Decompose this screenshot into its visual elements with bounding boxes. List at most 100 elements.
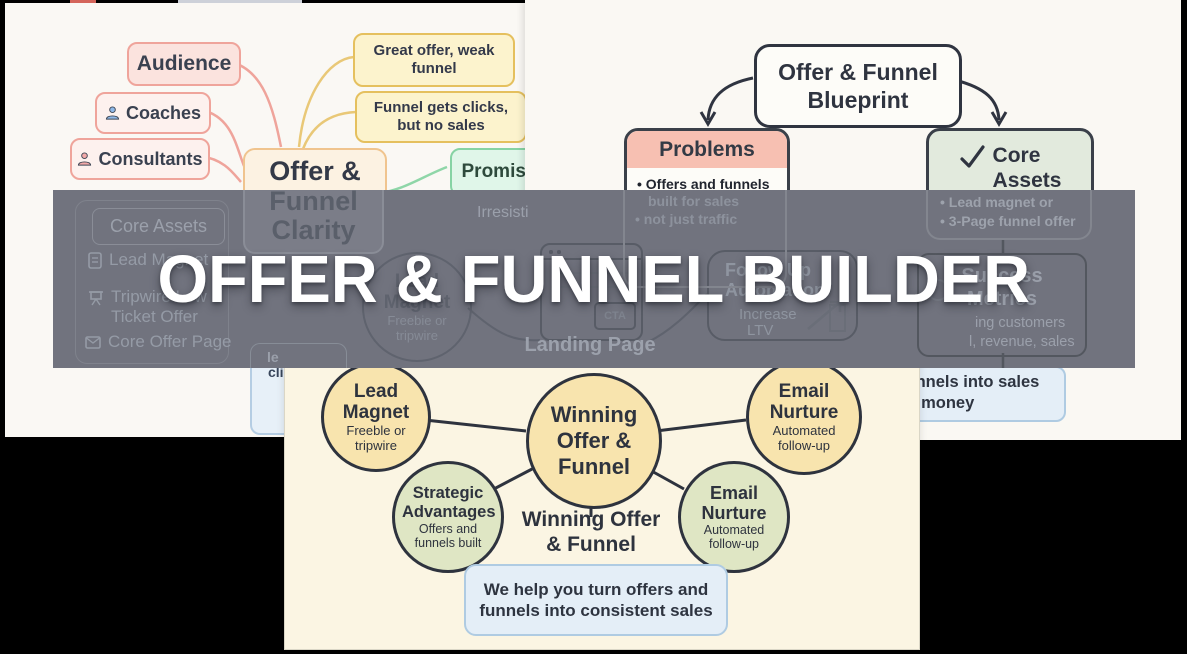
note-fragment-line2: cli	[268, 364, 284, 380]
winning-offer-caption-line2: & Funnel	[546, 533, 636, 556]
ghost-follow-up-sub1: Increase	[739, 306, 797, 323]
ghost-browser-window: CTA	[540, 243, 643, 341]
ghost-success-bullet1: ing customers	[975, 315, 1066, 331]
ghost-clarity-node: Funnel Clarity	[243, 190, 384, 254]
lead-magnet-subtitle: Freeble or tripwire	[346, 423, 406, 453]
ghost-follow-up-line2: Automation	[725, 280, 825, 300]
ghost-core-assets-bullet1: Lead magnet or	[940, 194, 1053, 210]
strategic-advantages-title: Strategic Advantages	[402, 484, 496, 521]
ghost-follow-up-sub2: LTV	[747, 322, 774, 339]
ghost-clarity-line2: Funnel	[269, 190, 358, 216]
ghost-note-line1: le	[267, 349, 279, 365]
email-nurture-top-circle: Email Nurture Automated follow-up	[746, 365, 862, 475]
pain-point-node-1: Great offer, weak funnel	[353, 33, 515, 87]
browser-dot-icon	[557, 250, 561, 254]
consultants-node: Consultants	[70, 138, 210, 180]
winning-offer-caption: Winning Offer & Funnel	[486, 507, 696, 557]
value-note-text: We help you turn offers and funnels into…	[479, 580, 713, 620]
ghost-note-fragment: le	[250, 343, 347, 368]
check-icon	[959, 143, 985, 193]
sales-note-line1: funnels into sales	[900, 373, 1040, 391]
title-banner: Funnel Clarity Core Assets Lead Magnet T…	[53, 190, 1135, 368]
pain-point-node-2: Funnel gets clicks, but no sales	[355, 91, 525, 143]
email-nurture-bottom-circle: Email Nurture Automated follow-up	[678, 461, 790, 573]
blueprint-title-line1: Offer & Funnel	[778, 59, 938, 85]
ghost-lead-magnet-subtitle: Freebie or tripwire	[387, 313, 447, 343]
ghost-lead-magnet-title: Lead Magnet	[383, 271, 451, 313]
core-assets-title-line2: Assets	[992, 169, 1062, 192]
ghost-follow-up-line1: Follow Up	[725, 260, 811, 280]
ghost-asset-item-lead-magnet: Lead Magnet	[88, 250, 208, 270]
banner-headline: OFFER & FUNNEL BUILDER	[53, 190, 1135, 368]
ghost-success-bullet2: l, revenue, sales	[969, 334, 1075, 350]
blueprint-title-line2: Blueprint	[807, 87, 909, 113]
pain-point-1-label: Great offer, weak funnel	[373, 42, 495, 77]
ghost-asset-item-core-offer: Core Offer Page	[85, 332, 231, 352]
ghost-core-assets-bullet2: 3-Page funnel offer	[940, 213, 1076, 229]
ghost-asset-item-1-label: Lead Magnet	[109, 250, 209, 269]
email-nurture-bottom-subtitle: Automated follow-up	[703, 523, 765, 551]
promise-node: Promise	[450, 148, 525, 196]
envelope-icon	[85, 335, 101, 349]
sales-note-line2: or money	[900, 394, 975, 412]
browser-titlebar	[542, 245, 641, 260]
ghost-clarity-line3: Clarity	[271, 215, 356, 245]
coaches-node: Coaches	[95, 92, 211, 134]
blueprint-arrows	[699, 76, 1008, 127]
lead-magnet-circle: Lead Magnet Freeble or tripwire	[321, 365, 431, 472]
ghost-cta-label: CTA	[604, 310, 626, 322]
winning-offer-caption-line1: Winning Offer	[521, 508, 661, 531]
value-note-box: We help you turn offers and funnels into…	[464, 564, 728, 636]
strategic-advantages-subtitle: Offers and funnels built	[414, 522, 482, 550]
document-icon	[88, 251, 102, 269]
winning-offer-circle-label: Winning Offer & Funnel	[550, 402, 638, 479]
pain-point-2-label: Funnel gets clicks, but no sales	[373, 99, 509, 134]
strategic-advantages-circle: Strategic Advantages Offers and funnels …	[392, 461, 504, 573]
browser-dot-icon	[549, 250, 553, 254]
email-nurture-bottom-title: Email Nurture	[701, 483, 767, 523]
problems-title: Problems	[659, 137, 755, 161]
ghost-lead-magnet-circle: Lead Magnet Freebie or tripwire	[362, 252, 472, 362]
ghost-problems-bullet2: not just traffic	[635, 211, 737, 227]
ghost-irresistible-text: Irresisti	[477, 204, 529, 221]
ghost-follow-up-box: Follow Up Automation Increase LTV	[707, 250, 858, 341]
email-nurture-top-subtitle: Automated follow-up	[772, 423, 836, 453]
person-icon	[105, 105, 120, 121]
banner-title-text: OFFER & FUNNEL BUILDER	[157, 241, 1031, 317]
problems-bullet-1: Offers and funnels	[637, 176, 779, 192]
ghost-asset-item-3-label: Core Offer Page	[108, 332, 232, 351]
winning-offer-circle: Winning Offer & Funnel	[526, 373, 662, 509]
lead-magnet-title: Lead Magnet	[342, 381, 410, 423]
audience-node: Audience	[127, 42, 241, 86]
promise-label: Promise	[461, 161, 526, 182]
ghost-assets-panel	[75, 200, 229, 364]
presentation-icon	[88, 287, 104, 306]
ghost-success-metrics-box: Success Metrics ing customers l, revenue…	[917, 253, 1087, 357]
funnel-map-card: Lead Magnet Freeble or tripwire Winning …	[284, 364, 920, 650]
landing-page-label: Landing Page	[524, 334, 656, 356]
ghost-assets-header-label: Core Assets	[109, 216, 208, 236]
ghost-problems-continuation: built for sales not just traffic	[623, 190, 787, 288]
ghost-core-assets-continuation: Lead magnet or 3-Page funnel offer	[926, 190, 1092, 240]
consultants-label: Consultants	[98, 148, 203, 169]
core-assets-title-line1: Core	[992, 144, 1041, 167]
ghost-success-line1: Success	[961, 265, 1043, 287]
coaches-label: Coaches	[125, 102, 202, 123]
top-edge-fragment-gray	[178, 0, 302, 4]
person-icon	[77, 151, 92, 167]
audience-label: Audience	[136, 52, 232, 75]
metric-circle-icon	[927, 279, 949, 301]
funnel-map-lines	[424, 418, 747, 517]
ghost-success-line2: Metrics	[966, 288, 1038, 310]
ghost-asset-item-2-label: Tripwire Low Ticket Offer	[111, 287, 207, 326]
ghost-asset-item-tripwire: Tripwire Low Ticket Offer	[88, 287, 213, 327]
top-edge-fragment-red	[70, 0, 96, 3]
growth-arrow-icon	[806, 295, 848, 333]
clarity-node-line1: Offer &	[269, 156, 361, 186]
problems-header: Problems	[627, 131, 787, 168]
email-nurture-top-title: Email Nurture	[769, 381, 839, 423]
ghost-problems-bullet1-line2: built for sales	[648, 193, 740, 209]
ghost-cta-button: CTA	[594, 302, 636, 330]
ghost-landing-page-label: Landing Page	[515, 334, 665, 357]
